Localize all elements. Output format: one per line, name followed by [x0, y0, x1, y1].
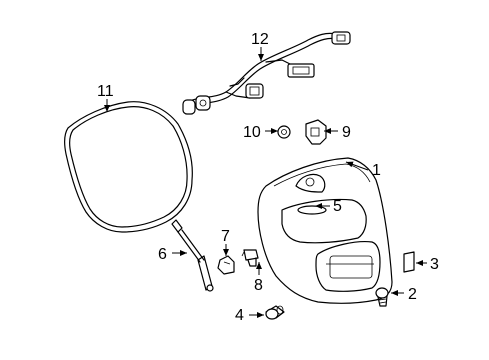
- leader-lines: [104, 47, 427, 318]
- latch-part: [305, 119, 327, 145]
- callout-4: 4: [235, 307, 244, 324]
- bumper-stop-part: [265, 305, 285, 320]
- wiring-harness-part: [182, 31, 351, 115]
- callout-1: 1: [372, 162, 381, 179]
- callout-7: 7: [221, 228, 230, 245]
- bolt-part: [375, 287, 389, 307]
- callout-5: 5: [333, 198, 342, 215]
- emblem-part: [297, 205, 327, 215]
- callout-2: 2: [408, 286, 417, 303]
- gas-strut-part: [171, 219, 214, 292]
- callout-8: 8: [254, 277, 263, 294]
- callout-12: 12: [251, 31, 269, 48]
- weatherstrip-seal-part: [64, 101, 193, 233]
- callout-6: 6: [158, 246, 167, 263]
- bracket-part: [217, 255, 235, 275]
- callout-3: 3: [430, 256, 439, 273]
- callout-10: 10: [243, 124, 261, 141]
- leader-1: [345, 161, 369, 171]
- plate-part: [403, 251, 415, 273]
- callout-9: 9: [342, 124, 351, 141]
- grommet-part: [277, 125, 291, 139]
- hinge-bolt-part: [241, 249, 259, 267]
- liftgate-panel-part: [257, 157, 393, 304]
- callout-11: 11: [97, 83, 114, 100]
